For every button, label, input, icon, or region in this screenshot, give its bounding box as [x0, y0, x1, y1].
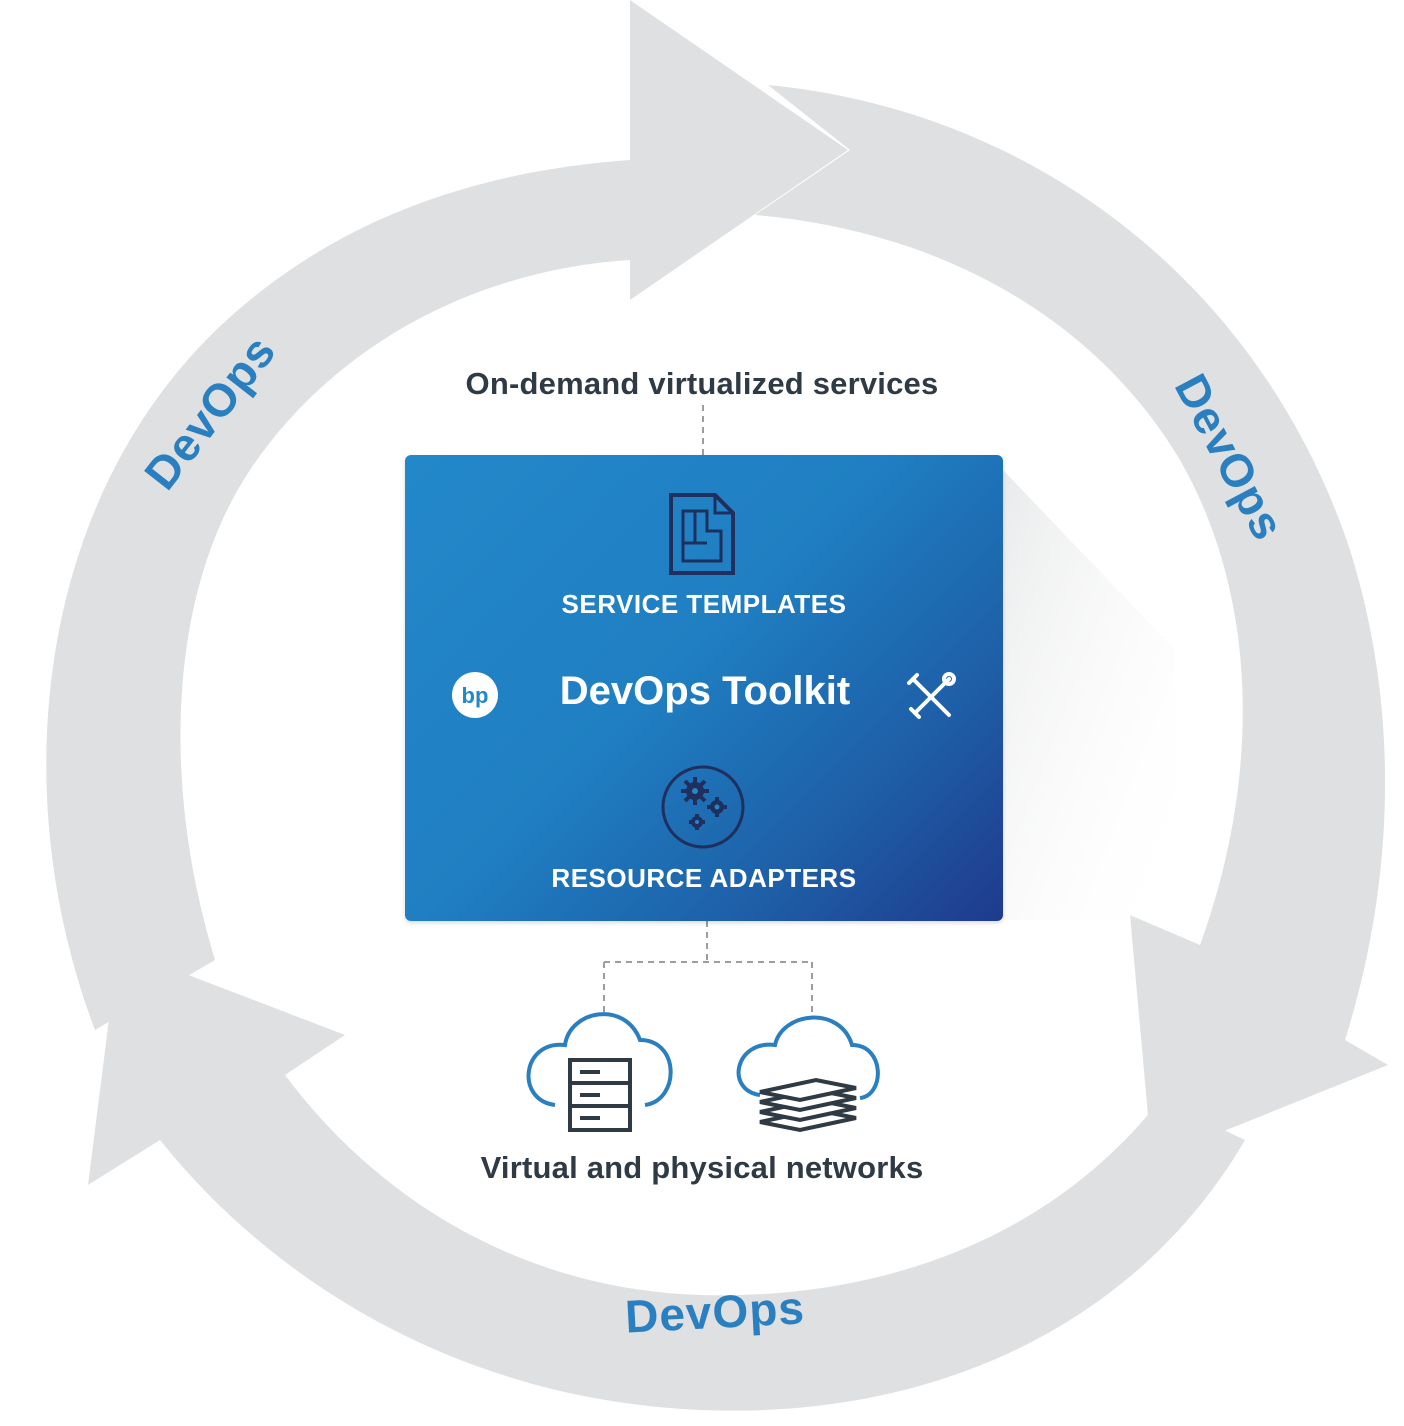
devops-toolkit-card: SERVICE TEMPLATES bp DevOps Toolkit: [405, 455, 1003, 921]
cycle-arrow-bottom: [88, 948, 1245, 1411]
devops-toolkit-title: DevOps Toolkit: [559, 669, 851, 713]
tools-icon: [907, 672, 956, 719]
cycle-arrow-right: [755, 85, 1388, 1160]
gears-icon: [661, 765, 745, 849]
resource-adapters-label: RESOURCE ADAPTERS: [551, 863, 857, 893]
cycle-arrow-top: [46, 0, 849, 1030]
cloud-server-icon: [526, 1012, 673, 1107]
document-template-icon: [669, 493, 735, 575]
devops-label-bottom: DevOps: [623, 1281, 807, 1343]
server-rack-icon: [568, 1058, 632, 1132]
svg-text:bp: bp: [462, 683, 489, 708]
networks-label: Virtual and physical networks: [480, 1150, 924, 1185]
cloud-layers-icon: [736, 1015, 880, 1100]
on-demand-services-label: On-demand virtualized services: [465, 366, 939, 401]
service-templates-label: SERVICE TEMPLATES: [561, 589, 847, 619]
layers-icon: [759, 1077, 857, 1133]
bp-logo-icon: bp: [452, 672, 498, 718]
